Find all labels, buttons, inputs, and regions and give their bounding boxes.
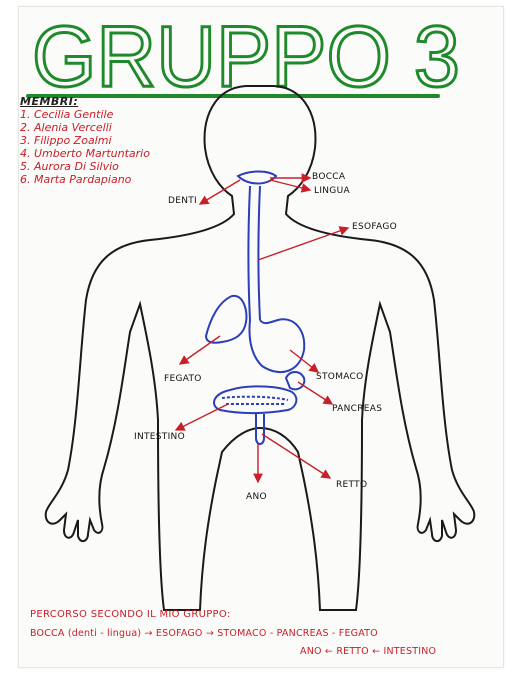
path-retto: RETTO — [336, 646, 369, 657]
arrow-left-icon: ← — [372, 646, 383, 657]
path-line-1: BOCCA (denti - lingua) → ESOFAGO → STOMA… — [30, 628, 378, 639]
label-pancreas: PANCREAS — [332, 404, 382, 414]
label-denti: DENTI — [168, 196, 197, 206]
label-lingua: LINGUA — [314, 186, 350, 196]
path-intestino: INTESTINO — [383, 646, 436, 657]
label-bocca: BOCCA — [312, 172, 345, 182]
digestive-system — [206, 172, 304, 445]
arrow-left-icon: ← — [325, 646, 336, 657]
label-stomaco: STOMACO — [316, 372, 364, 382]
label-intestino: INTESTINO — [134, 432, 185, 442]
path-line-2: ANO ← RETTO ← INTESTINO — [300, 646, 436, 657]
label-ano: ANO — [246, 492, 267, 502]
label-esofago: ESOFAGO — [352, 222, 397, 232]
path-heading: PERCORSO SECONDO IL MIO GRUPPO: — [30, 609, 231, 620]
label-fegato: FEGATO — [164, 374, 202, 384]
label-retto: RETTO — [336, 480, 367, 490]
organ-arrows — [176, 178, 348, 482]
body-outline — [46, 86, 475, 610]
path-ano: ANO — [300, 646, 322, 657]
